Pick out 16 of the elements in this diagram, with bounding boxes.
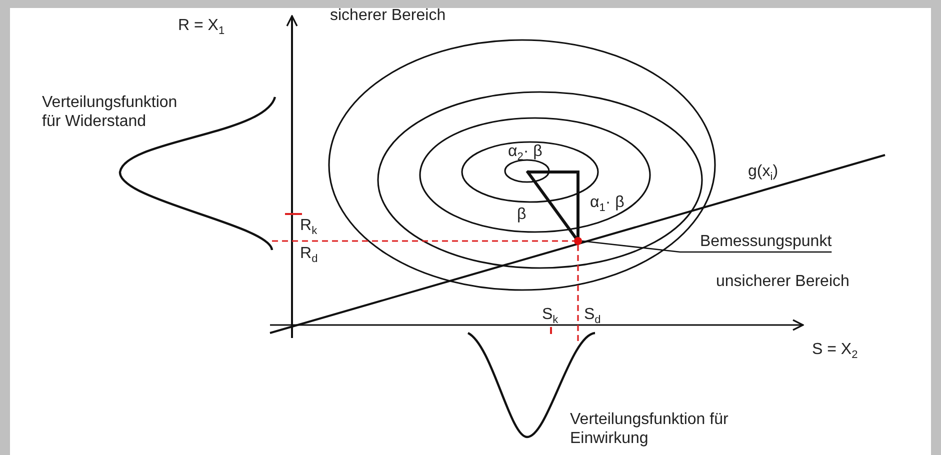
value-label: R$_{d}$ <box>300 244 318 268</box>
value-label: S$_{d}$ <box>584 305 601 328</box>
function-label: g(x$_{i}$) <box>748 162 778 186</box>
region-label: unsicherer Bereich <box>716 272 850 291</box>
annotation-label: Bemessungspunkt <box>700 232 832 251</box>
angle-label: α$_{2}$· β <box>508 142 542 166</box>
value-label: R$_{k}$ <box>300 216 318 240</box>
curve-label: Verteilungsfunktion für Einwirkung <box>570 410 730 448</box>
axis-label: R = X$_{1}$ <box>178 16 225 40</box>
value-label: S$_{k}$ <box>542 305 558 328</box>
axis-label: S = X$_{2}$ <box>812 340 858 364</box>
angle-label: β <box>517 205 526 224</box>
angle-label: α$_{1}$· β <box>590 193 624 216</box>
leader-line <box>582 240 832 253</box>
curve-label: Verteilungsfunktion für Widerstand <box>42 93 178 131</box>
region-label: sicherer Bereich <box>330 6 446 25</box>
